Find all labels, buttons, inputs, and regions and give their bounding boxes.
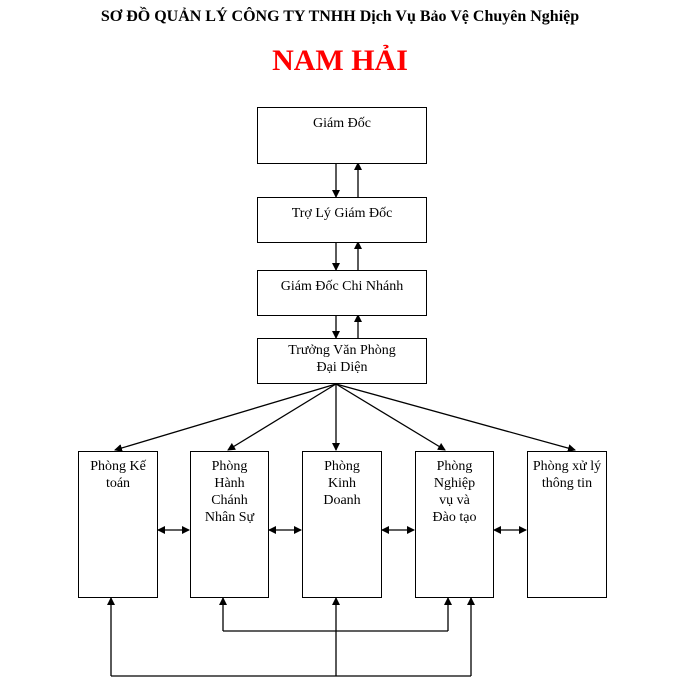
box-label: Trưởng Văn Phòng Đại Diện <box>288 343 396 375</box>
fan-arrow-2 <box>227 383 337 451</box>
box-tro-ly-giam-doc: Trợ Lý Giám Đốc <box>257 197 427 243</box>
box-label: Phòng xử lý thông tin <box>532 459 602 491</box>
box-label: Giám Đốc Chi Nhánh <box>280 279 404 294</box>
box-giam-doc-chi-nhanh: Giám Đốc Chi Nhánh <box>257 270 427 316</box>
box-phong-ke-toan: Phòng Kế toán <box>78 451 158 598</box>
box-phong-hanh-chanh: Phòng Hành Chánh Nhân Sự <box>190 451 269 598</box>
box-label: Phòng Kế toán <box>90 459 146 491</box>
box-phong-xu-ly: Phòng xử lý thông tin <box>527 451 607 598</box>
box-truong-van-phong: Trưởng Văn Phòng Đại Diện <box>257 338 427 384</box>
company-name: NAM HẢI <box>272 44 408 77</box>
fan-arrow-5 <box>335 383 576 452</box>
box-label: Phòng Kinh Doanh <box>323 459 361 508</box>
box-label: Phòng Hành Chánh Nhân Sự <box>204 459 255 525</box>
box-phong-nghiep-vu: Phòng Nghiệp vụ và Đào tạo <box>415 451 494 598</box>
box-phong-kinh-doanh: Phòng Kinh Doanh <box>302 451 382 598</box>
box-label: Phòng Nghiệp vụ và Đào tạo <box>432 459 477 525</box>
fan-arrow-1 <box>114 383 337 452</box>
box-label: Trợ Lý Giám Đốc <box>291 206 393 221</box>
box-label: Giám Đốc <box>313 116 371 131</box>
box-giam-doc: Giám Đốc <box>257 107 427 164</box>
fan-arrow-4 <box>335 383 446 451</box>
chart-title: SƠ ĐỒ QUẢN LÝ CÔNG TY TNHH Dịch Vụ Bảo V… <box>100 8 580 25</box>
